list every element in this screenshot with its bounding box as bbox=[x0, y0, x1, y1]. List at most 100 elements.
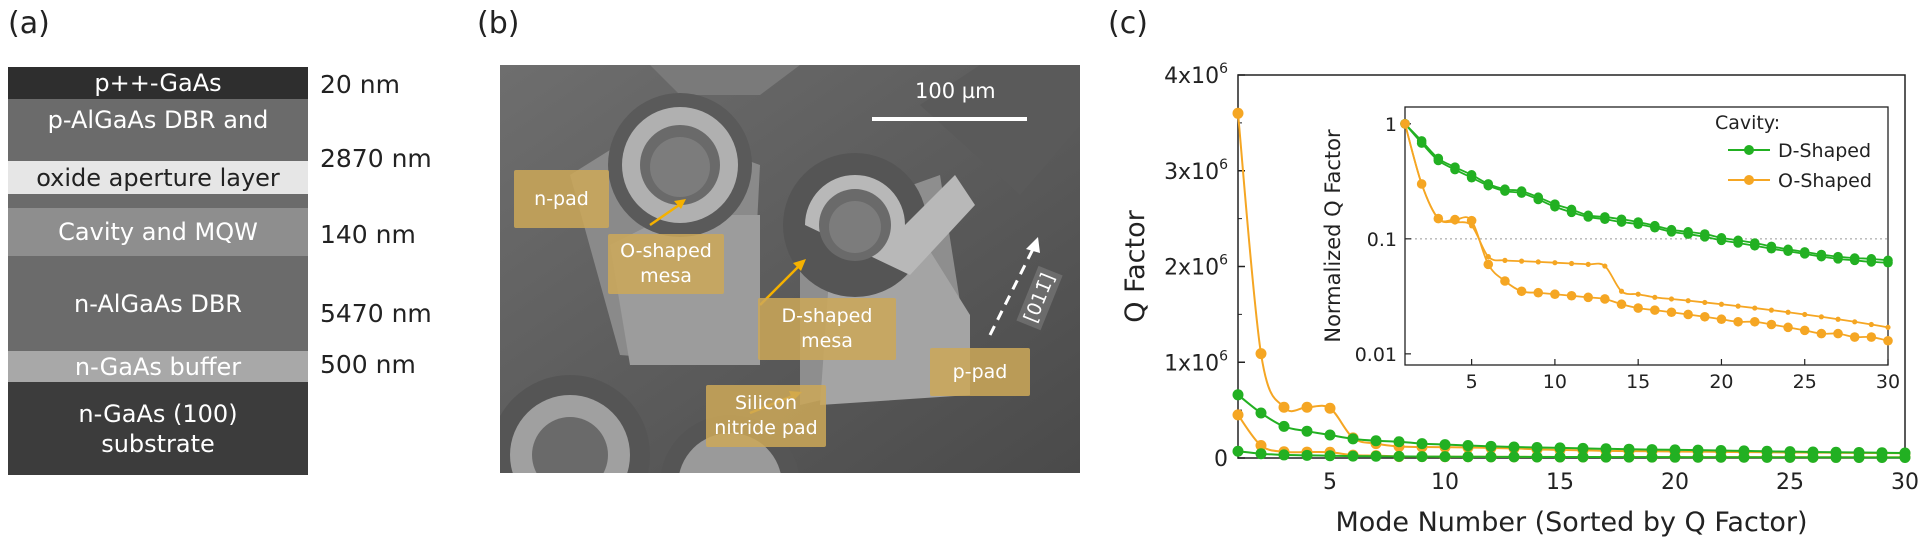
inset-data-point-d bbox=[1816, 249, 1827, 260]
x-tick-label: 20 bbox=[1661, 470, 1689, 495]
thickness-nbuffer: 500 nm bbox=[320, 350, 416, 379]
inset-series-line-o bbox=[1404, 123, 1889, 342]
data-point-d bbox=[1255, 448, 1267, 460]
data-point-d bbox=[1347, 433, 1359, 445]
inset-data-point-d bbox=[1500, 184, 1510, 195]
inset-data-point-o bbox=[1400, 119, 1410, 129]
inset-data-point-d bbox=[1716, 235, 1727, 246]
y-axis-label: Q Factor bbox=[1120, 209, 1151, 322]
data-point-d bbox=[1370, 435, 1382, 447]
data-point-o bbox=[1278, 401, 1290, 413]
layer-label: p-AlGaAs DBR and bbox=[47, 106, 269, 134]
inset-data-point-o bbox=[1683, 309, 1693, 320]
inset-data-point-d bbox=[1783, 244, 1793, 255]
inset-data-point-o bbox=[1535, 259, 1541, 265]
layer-nbuffer: n-GaAs buffer bbox=[8, 351, 308, 382]
inset-data-point-o bbox=[1699, 311, 1710, 322]
panel-label-a: (a) bbox=[8, 6, 50, 41]
data-point-d bbox=[1807, 446, 1819, 458]
inset-data-point-d bbox=[1483, 180, 1494, 191]
inset-data-point-d bbox=[1833, 251, 1843, 262]
inset-data-point-o bbox=[1452, 219, 1458, 225]
inset-data-point-d bbox=[1550, 199, 1560, 210]
legend-label: D-Shaped bbox=[1778, 140, 1871, 162]
inset-data-point-o bbox=[1799, 325, 1810, 336]
inset-data-point-d bbox=[1566, 204, 1577, 215]
inset-data-point-d bbox=[1799, 247, 1810, 257]
inset-data-point-o bbox=[1883, 335, 1893, 346]
data-point-d bbox=[1531, 451, 1543, 463]
inset-data-point-o bbox=[1516, 286, 1527, 297]
inset-data-point-o bbox=[1533, 287, 1544, 298]
layer-substrate: n-GaAs (100) substrate bbox=[8, 382, 308, 475]
inset-data-point-o bbox=[1849, 332, 1860, 342]
inset-data-point-d bbox=[1650, 220, 1660, 231]
data-point-d bbox=[1416, 438, 1428, 450]
layer-pgaas: p++-GaAs bbox=[8, 67, 308, 99]
data-point-o bbox=[1830, 451, 1842, 463]
inset-data-point-o bbox=[1483, 259, 1494, 270]
inset-data-point-d bbox=[1783, 246, 1793, 257]
inset-data-point-o bbox=[1450, 214, 1460, 225]
inset-data-point-d bbox=[1400, 119, 1410, 129]
thickness-pdbr: 2870 nm bbox=[320, 144, 432, 173]
thickness-pgaas: 20 nm bbox=[320, 70, 400, 99]
inset-data-point-o bbox=[1833, 328, 1843, 339]
inset-data-point-d bbox=[1666, 227, 1677, 237]
y-tick-label: 4x106 bbox=[1164, 61, 1228, 89]
data-point-d bbox=[1278, 449, 1290, 461]
thickness-cavity: 140 nm bbox=[320, 220, 416, 249]
data-point-o bbox=[1485, 451, 1497, 463]
data-point-d bbox=[1738, 451, 1750, 463]
data-point-o bbox=[1324, 402, 1336, 414]
label-d-mesa: D-shaped mesa bbox=[758, 298, 896, 360]
inset-data-point-o bbox=[1618, 288, 1625, 294]
y-tick-label: 1x106 bbox=[1164, 348, 1228, 376]
inset-x-tick-label: 25 bbox=[1793, 371, 1817, 393]
data-point-d bbox=[1692, 444, 1704, 456]
inset-series-line-d bbox=[1404, 123, 1889, 262]
data-point-o bbox=[1439, 451, 1451, 463]
data-point-o bbox=[1462, 451, 1474, 463]
inset-data-point-d bbox=[1666, 224, 1677, 235]
inset-data-point-d bbox=[1600, 214, 1610, 225]
data-point-d bbox=[1623, 451, 1635, 463]
x-tick-label: 10 bbox=[1431, 470, 1459, 495]
inset-data-point-o bbox=[1600, 294, 1610, 304]
data-point-d bbox=[1577, 451, 1589, 463]
inset-data-point-o bbox=[1733, 316, 1743, 327]
data-point-o bbox=[1876, 451, 1888, 463]
data-point-d bbox=[1324, 450, 1336, 462]
inset-data-point-d bbox=[1849, 253, 1860, 263]
data-point-o bbox=[1623, 445, 1635, 457]
inset-data-point-o bbox=[1419, 181, 1425, 187]
data-point-d bbox=[1853, 451, 1865, 463]
inset-data-point-o bbox=[1666, 307, 1677, 318]
data-point-d bbox=[1807, 451, 1819, 463]
layer-label: p++-GaAs bbox=[94, 69, 222, 97]
inset-data-point-d bbox=[1633, 217, 1643, 227]
layer-oxide: oxide aperture layer bbox=[8, 161, 308, 194]
data-point-o bbox=[1807, 447, 1819, 459]
inset-data-point-d bbox=[1766, 243, 1777, 254]
data-point-o bbox=[1301, 401, 1313, 413]
data-point-o bbox=[1853, 451, 1865, 463]
layer-ndbr: n-AlGaAs DBR bbox=[8, 256, 308, 351]
data-point-d bbox=[1508, 451, 1520, 463]
data-point-d bbox=[1761, 445, 1773, 457]
data-point-d bbox=[1715, 451, 1727, 463]
inset-data-point-o bbox=[1702, 299, 1708, 306]
inset-data-point-d bbox=[1683, 227, 1693, 237]
series-line-d bbox=[1237, 394, 1906, 455]
inset-data-point-o bbox=[1602, 263, 1608, 269]
inset-data-point-o bbox=[1650, 305, 1660, 315]
legend-label: O-Shaped bbox=[1778, 170, 1872, 192]
inset-data-point-d bbox=[1416, 136, 1427, 146]
inset-data-point-d bbox=[1533, 194, 1544, 205]
data-point-o bbox=[1577, 444, 1589, 456]
data-point-d bbox=[1876, 447, 1888, 459]
inset-data-point-o bbox=[1433, 213, 1444, 224]
data-point-d bbox=[1830, 451, 1842, 463]
label-p-pad: p-pad bbox=[930, 348, 1030, 396]
layer-cavity: Cavity and MQW bbox=[8, 208, 308, 256]
